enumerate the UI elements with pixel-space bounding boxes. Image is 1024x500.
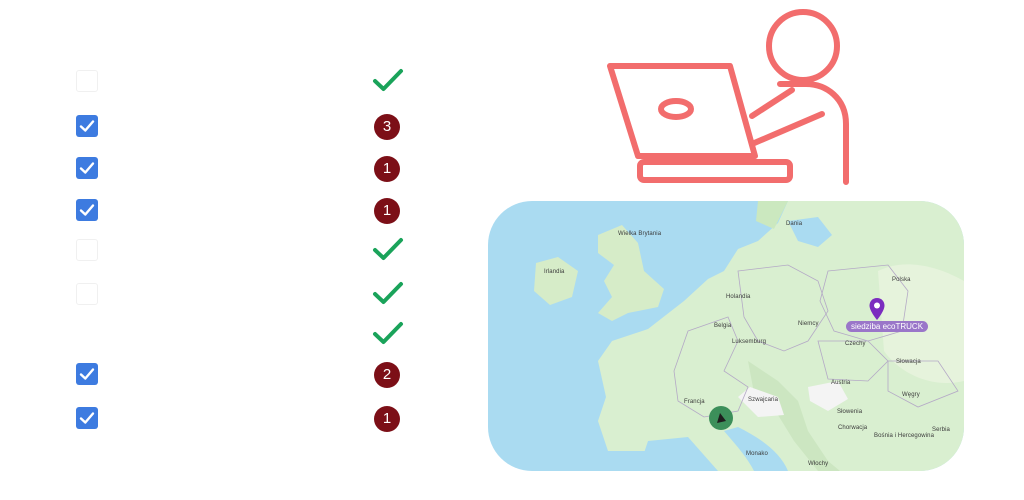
feature-checkbox[interactable] <box>76 115 98 137</box>
hq-label[interactable]: siedziba ecoTRUCK <box>846 321 929 332</box>
green-check-icon <box>372 236 404 266</box>
feature-row <box>74 280 414 310</box>
route-marker[interactable] <box>709 406 733 430</box>
check-icon <box>373 69 403 91</box>
map-label-slowacja: Słowacja <box>896 359 921 365</box>
map-label-bosnia: Bośnia i Hercegowina <box>874 433 935 439</box>
checkmark-icon <box>79 120 95 132</box>
checkmark-icon <box>79 204 95 216</box>
feature-row <box>74 236 414 266</box>
map-label-niemcy: Niemcy <box>798 321 819 327</box>
feature-row: 1 <box>74 196 414 226</box>
feature-checkbox[interactable] <box>76 363 98 385</box>
feature-checkbox[interactable] <box>76 157 98 179</box>
map-label-wielka-brytania: Wielka Brytania <box>618 231 662 237</box>
feature-row <box>74 67 414 97</box>
feature-checkbox[interactable] <box>76 239 98 261</box>
map-label-wlochy: Włochy <box>808 461 829 467</box>
feature-checkbox[interactable] <box>76 199 98 221</box>
person-at-laptop-icon <box>607 9 849 185</box>
checkmark-icon <box>79 412 95 424</box>
check-icon <box>373 238 403 260</box>
count-badge-value: 1 <box>374 156 400 182</box>
map-label-irlandia: Irlandia <box>544 269 565 275</box>
map-label-polska: Polska <box>892 277 911 283</box>
map-label-francja: Francja <box>684 399 705 405</box>
navigation-arrow-icon <box>717 413 726 423</box>
count-badge: 2 <box>372 360 404 390</box>
map-label-wegry: Węgry <box>902 392 920 398</box>
feature-checkbox[interactable] <box>76 70 98 92</box>
count-badge-value: 1 <box>374 406 400 432</box>
green-check-icon <box>372 67 404 97</box>
feature-row: 2 <box>74 360 414 390</box>
check-icon <box>373 322 403 344</box>
map-label-luksemburg: Luksemburg <box>732 339 767 345</box>
check-icon <box>373 282 403 304</box>
count-badge: 1 <box>372 154 404 184</box>
map-base <box>534 201 964 471</box>
feature-checkbox[interactable] <box>76 407 98 429</box>
feature-row: 1 <box>74 404 414 434</box>
count-badge: 1 <box>372 196 404 226</box>
feature-row: 1 <box>74 154 414 184</box>
map-label-slowenia: Słowenia <box>837 409 863 415</box>
map-label-czechy: Czechy <box>845 341 866 347</box>
count-badge: 3 <box>372 112 404 142</box>
map-label-austria: Austria <box>831 380 851 386</box>
count-badge-value: 1 <box>374 198 400 224</box>
count-badge-value: 2 <box>374 362 400 388</box>
feature-list: 3 1 1 2 1 <box>0 0 480 500</box>
checkmark-icon <box>79 368 95 380</box>
map-label-holandia: Holandia <box>726 294 751 300</box>
green-check-icon <box>372 320 404 350</box>
count-badge-value: 3 <box>374 114 400 140</box>
map-label-szwajcaria: Szwajcaria <box>748 397 779 403</box>
count-badge: 1 <box>372 404 404 434</box>
checkmark-icon <box>79 162 95 174</box>
map-label-chorwacja: Chorwacja <box>838 425 868 431</box>
map-label-dania: Dania <box>786 221 803 227</box>
map-label-serbia: Serbia <box>932 427 950 433</box>
feature-checkbox[interactable] <box>76 283 98 305</box>
green-check-icon <box>372 280 404 310</box>
feature-row <box>74 320 414 350</box>
map-label-monako: Monako <box>746 451 768 457</box>
map-label-belgia: Belgia <box>714 323 732 329</box>
location-pin-icon[interactable] <box>868 297 886 321</box>
route-map[interactable]: Wielka Brytania Irlandia Dania Holandia … <box>488 201 964 471</box>
feature-row: 3 <box>74 112 414 142</box>
